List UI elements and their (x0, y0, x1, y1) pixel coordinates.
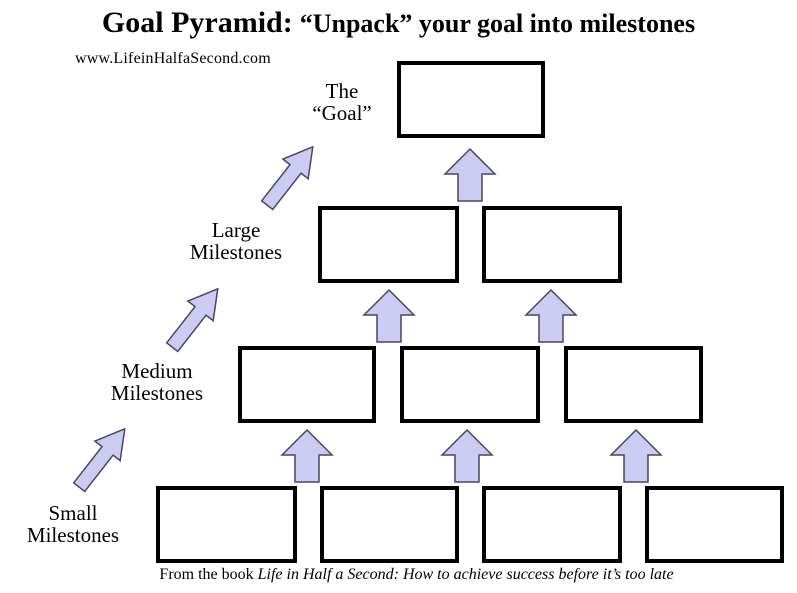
small-milestone-box-3 (482, 486, 622, 563)
large-milestone-box-2 (482, 206, 622, 283)
up-arrow-icon (362, 288, 416, 343)
label-medium-milestones: Medium Milestones (110, 359, 204, 406)
medium-milestone-box-2 (400, 346, 540, 423)
diagonal-up-arrow-icon (165, 287, 219, 353)
medium-milestone-box-1 (238, 346, 376, 423)
label-the-goal: The “Goal” (312, 79, 372, 126)
up-arrow-icon (280, 428, 334, 483)
label-large-milestones: Large Milestones (189, 218, 283, 265)
page-title-main: Goal Pyramid: (101, 6, 293, 39)
small-milestone-box-2 (320, 486, 459, 563)
label-small-milestones: Small Milestones (26, 501, 120, 548)
book-caption: From the book Life in Half a Second: How… (36, 566, 797, 584)
website-url: www.LifeinHalfaSecond.com (75, 50, 271, 67)
book-caption-prefix: From the book (159, 566, 258, 583)
up-arrow-icon (524, 288, 578, 343)
up-arrow-icon (443, 147, 497, 202)
medium-milestone-box-3 (564, 346, 703, 423)
page-title: Goal Pyramid:“Unpack” your goal into mil… (0, 6, 797, 40)
diagonal-up-arrow-icon (72, 427, 126, 493)
diagonal-up-arrow-icon (260, 145, 314, 211)
small-milestone-box-4 (645, 486, 784, 563)
book-caption-title: Life in Half a Second: How to achieve su… (257, 566, 674, 583)
large-milestone-box-1 (318, 206, 459, 283)
small-milestone-box-1 (156, 486, 297, 563)
goal-box (397, 61, 545, 138)
page-title-sub: “Unpack” your goal into milestones (299, 9, 696, 38)
up-arrow-icon (609, 428, 663, 483)
up-arrow-icon (440, 428, 494, 483)
